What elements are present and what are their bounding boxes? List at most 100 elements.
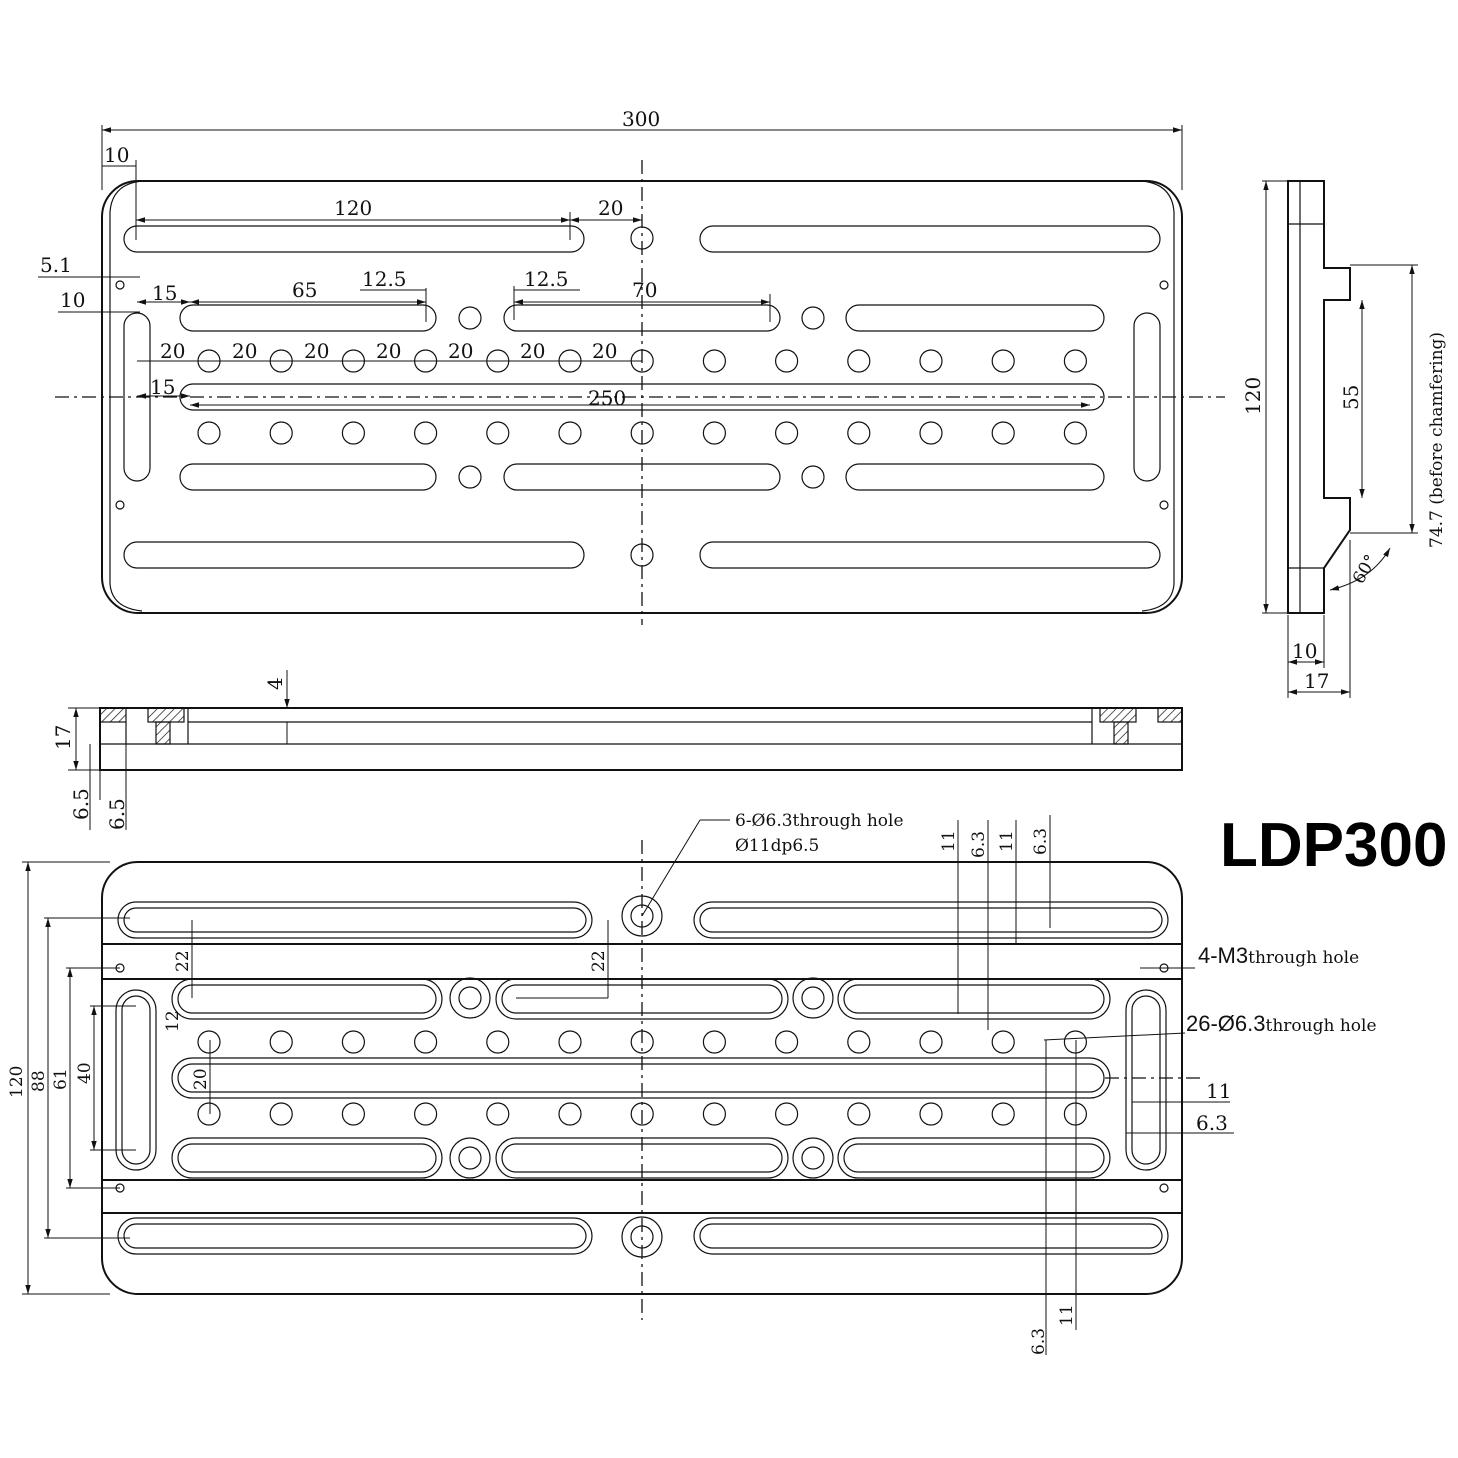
hole	[486, 1030, 510, 1054]
side-view: 120 55 74.7 (before chamfering) 60° 10 1…	[1241, 180, 1447, 698]
hole	[197, 421, 221, 445]
hole	[919, 349, 943, 373]
hole	[458, 306, 482, 330]
hole	[269, 1030, 293, 1054]
dim-spacing-b: 12.5	[524, 267, 569, 291]
top-view: 300 10 120 20 5.1 10 15 65 12.5 12.5 70 …	[38, 107, 1225, 625]
dim-long-slot-offset: 15	[150, 375, 175, 399]
dim-slot-length: 120	[334, 196, 372, 220]
dim-pitch-6: 20	[520, 339, 545, 363]
dim-short-slot-length: 65	[292, 278, 317, 302]
dim-63-bottom: 6.3	[1029, 1328, 1049, 1355]
m3-hole	[115, 280, 125, 290]
hole	[801, 465, 825, 489]
hole	[630, 543, 654, 567]
section-hatch	[99, 707, 127, 723]
section-hatch	[155, 721, 171, 745]
hole	[486, 1102, 510, 1126]
hole	[341, 1102, 365, 1126]
hole	[847, 349, 871, 373]
hole	[774, 1102, 799, 1126]
top-plate-inner-edge-right	[1141, 180, 1175, 612]
dim-thickness-a: 10	[1292, 639, 1317, 663]
dim-step-a: 6.5	[69, 788, 93, 820]
bottom-view: 6-Ø6.3through hole Ø11dp6.5 11 6.3 11 6.…	[7, 811, 1377, 1355]
dim-mid-slot-length: 70	[632, 278, 657, 302]
dim-11-b: 11	[997, 830, 1017, 852]
counterbore-note-line1: 6-Ø6.3through hole	[735, 811, 904, 831]
m3-hole	[1159, 500, 1169, 510]
hole	[774, 349, 799, 373]
dim-small-hole-offset: 5.1	[40, 253, 72, 277]
dim-thickness-b: 17	[1304, 669, 1329, 693]
hole	[847, 421, 871, 445]
hole-note: 26-Ø6.3through hole	[1186, 1011, 1377, 1036]
hole	[558, 1102, 582, 1126]
dim-pitch-5: 20	[448, 339, 473, 363]
hole	[341, 421, 365, 445]
m3-note: 4-M3through hole	[1198, 943, 1359, 968]
slot	[845, 304, 1105, 332]
slot	[845, 463, 1105, 491]
dim-slot-edge-offset: 10	[60, 288, 85, 312]
dim-step-b: 6.5	[105, 798, 129, 830]
hole	[774, 421, 799, 445]
dim-spacing-a: 12.5	[362, 267, 407, 291]
hole	[630, 226, 654, 250]
hole	[702, 421, 727, 445]
slot	[179, 304, 437, 332]
slot	[179, 463, 437, 491]
top-plate-inner-edge	[109, 180, 143, 612]
dim-11-right: 11	[1206, 1079, 1231, 1103]
dim-22-mid: 22	[589, 950, 609, 972]
slot	[123, 541, 585, 569]
chamfer-note: 74.7 (before chamfering)	[1427, 332, 1447, 548]
hole	[269, 1102, 293, 1126]
section-hatch	[147, 707, 185, 723]
dim-slot-gap: 20	[598, 196, 623, 220]
hole	[197, 1030, 221, 1054]
dim-pitch-2: 20	[232, 339, 257, 363]
dim-side-height: 120	[1241, 377, 1265, 415]
section-outline	[99, 707, 1183, 771]
hole	[630, 421, 654, 445]
slot	[123, 225, 585, 253]
dim-63-b: 6.3	[1031, 828, 1051, 855]
dim-12: 12	[163, 1010, 183, 1032]
section-hatch	[1113, 721, 1129, 745]
dim-recess-depth: 4	[263, 677, 287, 690]
section-hatch	[1157, 707, 1183, 723]
hole	[1063, 421, 1088, 445]
hole-row-lower	[197, 421, 1088, 445]
hole	[919, 421, 943, 445]
dim-long-slot-length: 250	[588, 386, 626, 410]
product-title: LDP300	[1220, 811, 1447, 880]
hole	[702, 349, 727, 373]
hole	[991, 1102, 1015, 1126]
hole	[847, 1030, 871, 1054]
hole	[1063, 349, 1088, 373]
m3-hole	[115, 500, 125, 510]
bottom-hole-row-lower	[197, 1102, 1088, 1126]
dim-11-a: 11	[939, 830, 959, 852]
hole	[919, 1102, 943, 1126]
dim-height-40: 40	[75, 1062, 95, 1084]
bottom-hole-row-upper	[197, 1030, 1088, 1054]
hole	[1063, 1030, 1088, 1054]
hole	[1063, 1102, 1088, 1126]
m3-hole	[1159, 280, 1169, 290]
dim-edge-offset: 10	[104, 143, 129, 167]
hole	[414, 1030, 438, 1054]
hole	[341, 1030, 365, 1054]
hole	[991, 1030, 1015, 1054]
slot	[699, 225, 1161, 253]
hole	[458, 465, 482, 489]
slot	[503, 463, 781, 491]
dim-63-a: 6.3	[969, 831, 989, 858]
hole	[197, 1102, 221, 1126]
dim-short-slot-offset: 15	[152, 281, 177, 305]
hole	[991, 421, 1015, 445]
hole	[702, 1102, 727, 1126]
hole	[702, 1030, 727, 1054]
hole	[558, 421, 582, 445]
